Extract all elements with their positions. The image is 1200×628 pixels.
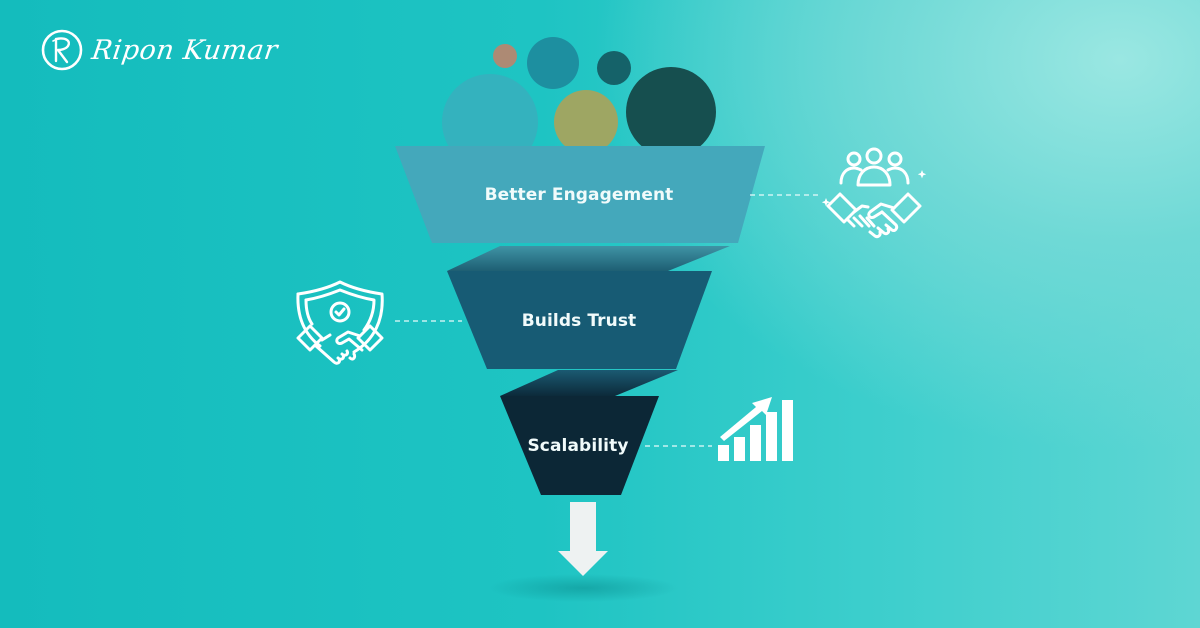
funnel-fold-2 bbox=[500, 370, 678, 396]
funnel-fold-1 bbox=[447, 246, 730, 271]
bubble-deep-green bbox=[626, 67, 716, 157]
shield-handshake-icon bbox=[296, 280, 384, 365]
stage-3-label: Scalability bbox=[527, 436, 629, 456]
stage-1-label: Better Engagement bbox=[484, 185, 674, 205]
monogram-r-icon bbox=[41, 29, 83, 71]
bubble-blue bbox=[527, 37, 579, 89]
funnel-stage-3 bbox=[500, 396, 659, 495]
bubble-brown bbox=[493, 44, 517, 68]
arrow-shadow bbox=[488, 574, 678, 602]
funnel-stage-1 bbox=[395, 146, 765, 243]
team-handshake-icon bbox=[821, 147, 927, 239]
brand-logo: Ripon Kumar bbox=[40, 28, 280, 72]
growth-chart-icon bbox=[718, 397, 793, 461]
funnel-stage-2 bbox=[447, 271, 712, 369]
arrow-down-icon bbox=[558, 502, 608, 576]
bubble-dark-teal bbox=[597, 51, 631, 85]
bubble-olive bbox=[554, 90, 618, 154]
stage-2-label: Builds Trust bbox=[521, 311, 637, 331]
